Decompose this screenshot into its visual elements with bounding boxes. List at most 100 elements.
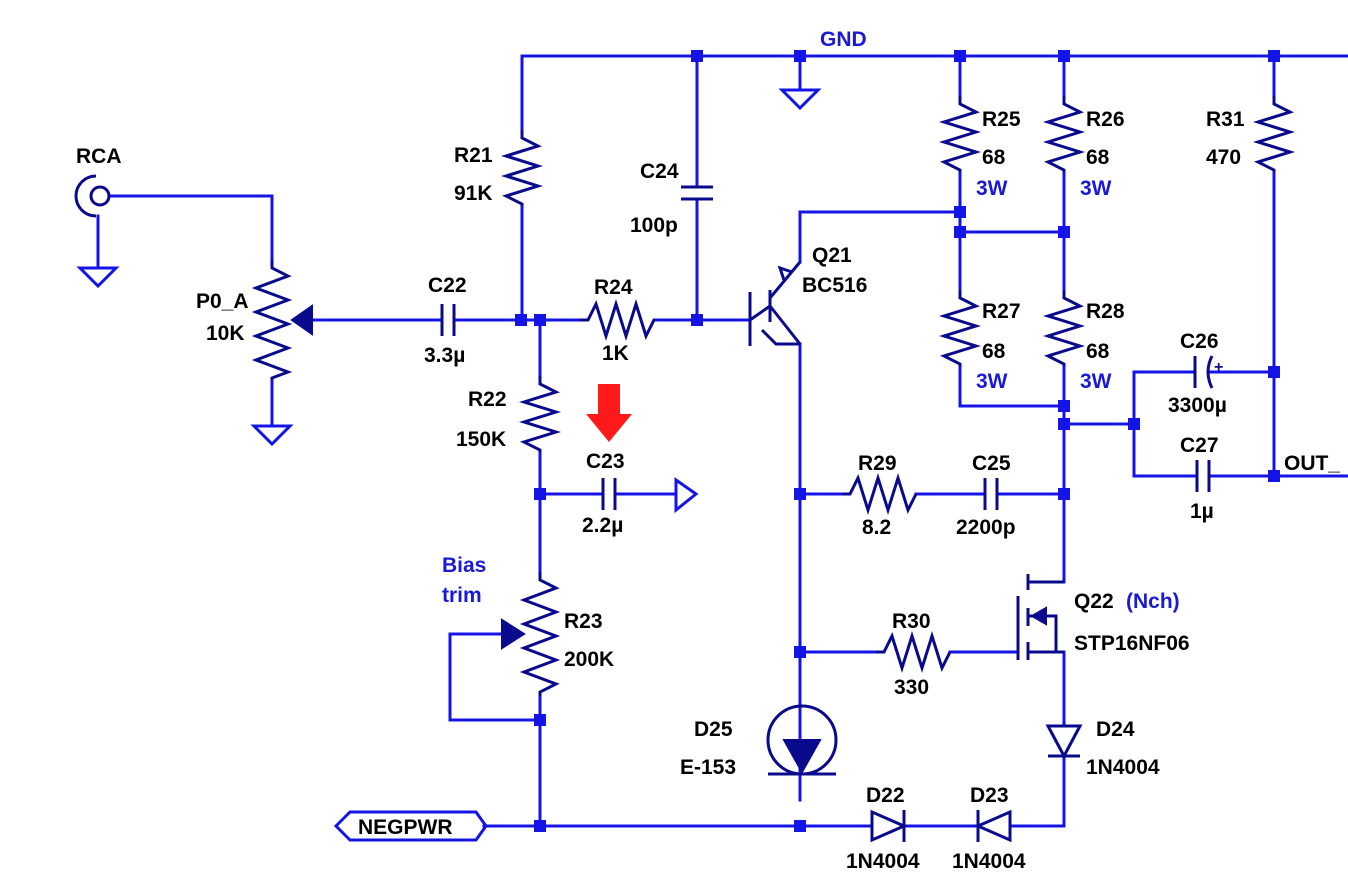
d25-value: E-153 bbox=[680, 756, 736, 779]
trim-wiper-arrow-icon bbox=[501, 618, 526, 650]
wire-q22-source bbox=[1028, 650, 1066, 726]
rca-connector bbox=[74, 174, 111, 218]
resistor-r21-icon bbox=[500, 130, 544, 206]
diode-d22-icon bbox=[870, 809, 908, 843]
r29-ref: R29 bbox=[858, 452, 897, 475]
rca-shell-icon bbox=[74, 174, 97, 218]
capacitor-c23-icon bbox=[601, 478, 617, 510]
q22-arrow-icon bbox=[1029, 606, 1047, 626]
bias-trim-note-line1: Bias bbox=[442, 554, 486, 577]
junction-dot bbox=[534, 488, 546, 500]
ground-icon bbox=[778, 88, 822, 111]
junction-dot bbox=[794, 820, 806, 832]
wire-r27-bottom bbox=[958, 364, 1066, 408]
r24-ref: R24 bbox=[594, 276, 633, 299]
junction-dot bbox=[1058, 488, 1070, 500]
junction-dot bbox=[954, 206, 966, 218]
q21-internal-icon bbox=[749, 261, 802, 345]
wire-r28-drain bbox=[1028, 364, 1066, 584]
diodes bbox=[766, 704, 1083, 843]
r27-power: 3W bbox=[976, 370, 1008, 393]
negpwr-label: NEGPWR bbox=[358, 816, 453, 839]
junction-dot bbox=[1128, 418, 1140, 430]
pot-p0a-icon bbox=[251, 260, 293, 380]
junction-dot bbox=[1268, 366, 1280, 378]
junction-dot bbox=[534, 314, 546, 326]
rca-label: RCA bbox=[76, 145, 122, 168]
d25-ref: D25 bbox=[694, 718, 733, 741]
r22-ref: R22 bbox=[468, 388, 507, 411]
d23-value: 1N4004 bbox=[952, 850, 1026, 873]
capacitor-c24-icon bbox=[681, 185, 713, 201]
junction-dot bbox=[794, 488, 806, 500]
r25-ref: R25 bbox=[982, 108, 1021, 131]
bias-trim-note-line2: trim bbox=[442, 584, 482, 607]
resistor-r22-icon bbox=[518, 376, 562, 452]
wire-bias-loop bbox=[448, 632, 542, 722]
r27-ref: R27 bbox=[982, 300, 1021, 323]
out-net-label: OUT_ bbox=[1284, 452, 1340, 475]
junction-dot bbox=[1058, 418, 1070, 430]
r26-ref: R26 bbox=[1086, 108, 1125, 131]
wire-q21-emitter bbox=[798, 210, 962, 264]
wire-rca-signal bbox=[110, 194, 274, 262]
c24-ref: C24 bbox=[640, 160, 679, 183]
resistor-r30-icon bbox=[876, 630, 952, 674]
r28-ref: R28 bbox=[1086, 300, 1125, 323]
wire-d23-d24 bbox=[1008, 756, 1066, 828]
red-pointer-arrow-icon bbox=[586, 384, 632, 442]
r27-value: 68 bbox=[982, 340, 1006, 363]
resistor-r29-icon bbox=[842, 472, 918, 516]
mosfet-q22 bbox=[1016, 574, 1064, 660]
junction-dot bbox=[794, 50, 806, 62]
r28-value: 68 bbox=[1086, 340, 1110, 363]
junction-dot bbox=[1268, 470, 1280, 482]
wiper-arrows bbox=[290, 304, 526, 650]
c26-value: 3300µ bbox=[1168, 394, 1227, 417]
resistor-r27-icon bbox=[938, 290, 982, 366]
junction-dot bbox=[515, 314, 527, 326]
ground-icon bbox=[76, 266, 120, 289]
capacitors: + bbox=[440, 185, 1223, 510]
resistors bbox=[251, 96, 1296, 696]
junction-dot bbox=[794, 646, 806, 658]
ground-icon bbox=[250, 424, 294, 447]
capacitor-c27-icon bbox=[1195, 460, 1211, 492]
r21-value: 91K bbox=[454, 182, 493, 205]
c23-ref: C23 bbox=[586, 450, 625, 473]
q21-emitter-arrow-icon bbox=[777, 265, 793, 281]
junction-dot bbox=[691, 50, 703, 62]
junctions bbox=[515, 50, 1280, 832]
d24-ref: D24 bbox=[1096, 718, 1135, 741]
capacitor-c25-icon bbox=[983, 478, 999, 510]
r23-value: 200K bbox=[564, 648, 614, 671]
r31-ref: R31 bbox=[1206, 108, 1245, 131]
capacitor-c26-icon bbox=[1193, 355, 1214, 389]
c24-value: 100p bbox=[630, 214, 678, 237]
gnd-net-label: GND bbox=[820, 28, 867, 51]
d23-ref: D23 bbox=[970, 784, 1009, 807]
junction-dot bbox=[1058, 400, 1070, 412]
c25-ref: C25 bbox=[972, 452, 1011, 475]
wires bbox=[96, 54, 1348, 828]
r22-value: 150K bbox=[456, 428, 506, 451]
pot-wiper-arrow-icon bbox=[290, 304, 313, 336]
transistor-q21 bbox=[748, 261, 802, 346]
r31-value: 470 bbox=[1206, 146, 1241, 169]
c23-port-flag-icon bbox=[674, 477, 699, 514]
q22-ref: Q22 bbox=[1074, 590, 1114, 613]
r26-value: 68 bbox=[1086, 146, 1110, 169]
resistor-r23-icon bbox=[519, 572, 561, 696]
c27-value: 1µ bbox=[1190, 500, 1214, 523]
junction-dot bbox=[691, 314, 703, 326]
negpwr-port-flag bbox=[333, 810, 488, 842]
c26-ref: C26 bbox=[1180, 330, 1219, 353]
r25-power: 3W bbox=[976, 177, 1008, 200]
r30-ref: R30 bbox=[892, 610, 931, 633]
r24-value: 1K bbox=[602, 342, 629, 365]
labels: GND RCA P0_A 10K C22 3.3µ R21 91K R24 1K… bbox=[76, 28, 1340, 873]
rca-pin-icon bbox=[89, 185, 111, 207]
junction-dot bbox=[534, 820, 546, 832]
diode-d24-icon bbox=[1045, 724, 1083, 760]
